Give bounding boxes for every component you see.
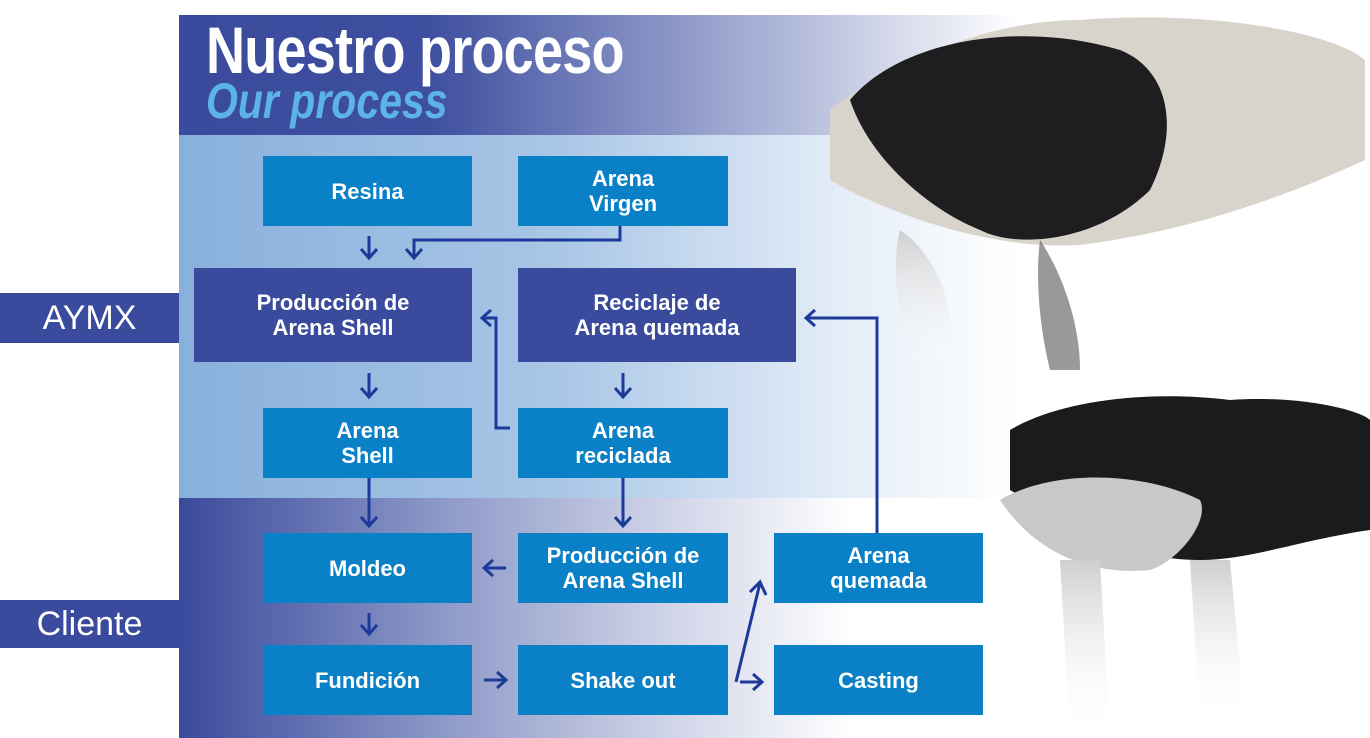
arrow-resina-to-produccion [359,236,379,261]
box-produccion-arena-shell-cliente: Producción de Arena Shell [518,533,728,603]
box-resina: Resina [263,156,472,226]
box-produccion-arena-shell-aymx: Producción de Arena Shell [194,268,472,362]
box-reciclaje-arena-quemada: Reciclaje de Arena quemada [518,268,796,362]
arrow-quemada-to-reciclaje [803,308,879,533]
arrow-reciclada-to-produccion [479,308,510,430]
arrow-fundicion-to-shake-out [484,670,509,690]
box-arena-reciclada: Arena reciclada [518,408,728,478]
box-shake-out: Shake out [518,645,728,715]
side-label-cliente: Cliente [0,600,179,648]
arrow-reciclaje-to-reciclada [613,373,633,400]
arrow-produccion-to-arena-shell [359,373,379,400]
arrow-produccion2-to-moldeo [481,558,506,578]
arrow-reciclada-to-produccion2 [613,478,633,529]
arrow-virgen-to-produccion [404,226,622,261]
arrow-moldeo-to-fundicion [359,613,379,637]
box-fundicion: Fundición [263,645,472,715]
page-subtitle: Our process [206,73,448,129]
box-arena-virgen: Arena Virgen [518,156,728,226]
box-casting: Casting [774,645,983,715]
box-arena-shell: Arena Shell [263,408,472,478]
box-moldeo: Moldeo [263,533,472,603]
arrow-shake-out-to-quemada-and-casting [734,579,768,692]
box-arena-quemada: Arena quemada [774,533,983,603]
side-label-aymx: AYMX [0,293,179,343]
arrow-arena-shell-to-moldeo [359,478,379,529]
page-title: Nuestro proceso [206,13,625,87]
